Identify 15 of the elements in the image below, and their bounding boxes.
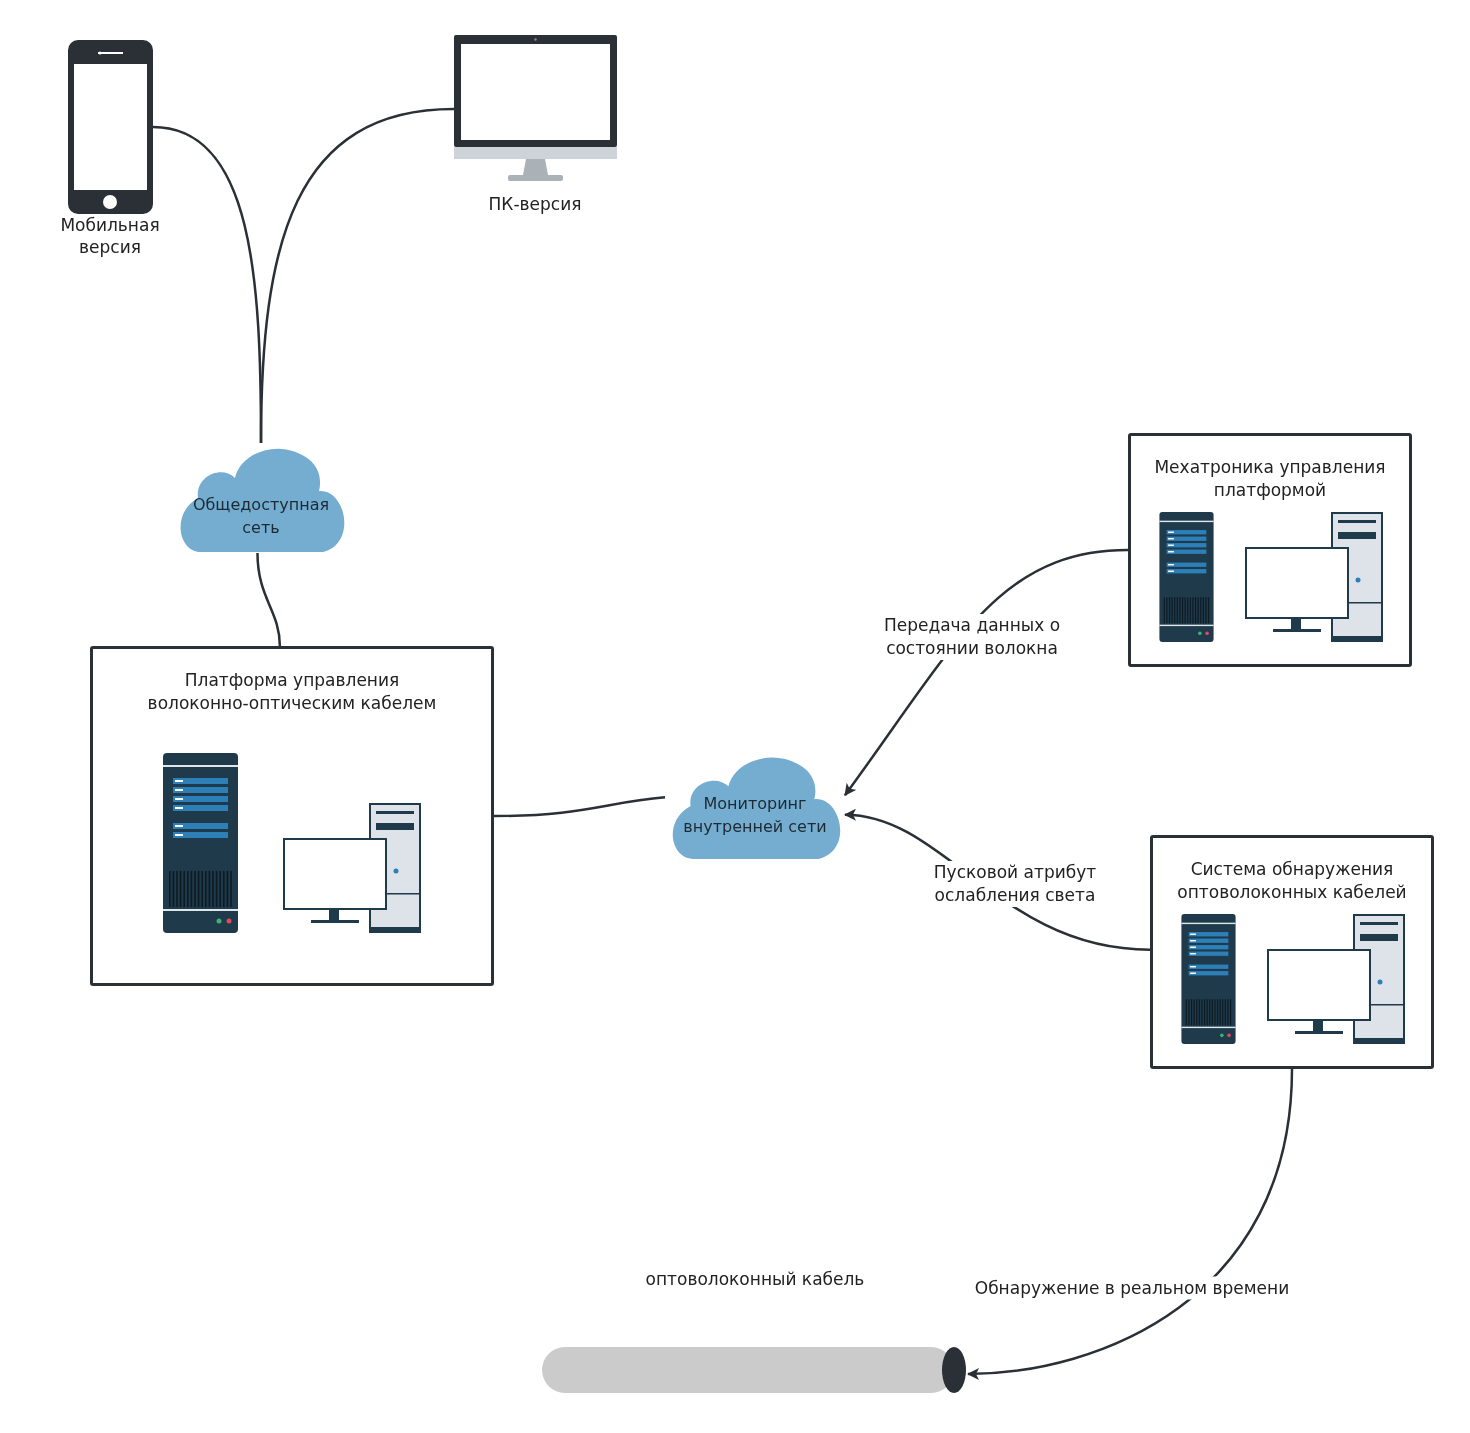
connector-line [256, 552, 282, 647]
cloud-label: Мониторинг внутренней сети [682, 793, 828, 838]
panel-title: Платформа управления волоконно-оптическим кабелем [146, 669, 438, 715]
device-label: ПК-версия [488, 193, 582, 215]
system-panel [90, 646, 494, 986]
panel-title: Система обнаружения оптоволоконных кабелей [1176, 858, 1408, 904]
connector-line [494, 796, 666, 818]
system-panel [1128, 433, 1412, 667]
system-panel [1150, 835, 1434, 1069]
cable-label: оптоволоконный кабель [645, 1268, 865, 1290]
arrow [967, 1068, 1294, 1380]
device-label: Мобильная версия [59, 214, 161, 258]
cloud-label: Общедоступная сеть [191, 494, 331, 539]
panel-title: Мехатроника управления платформой [1153, 456, 1387, 502]
connector-line [259, 107, 455, 443]
